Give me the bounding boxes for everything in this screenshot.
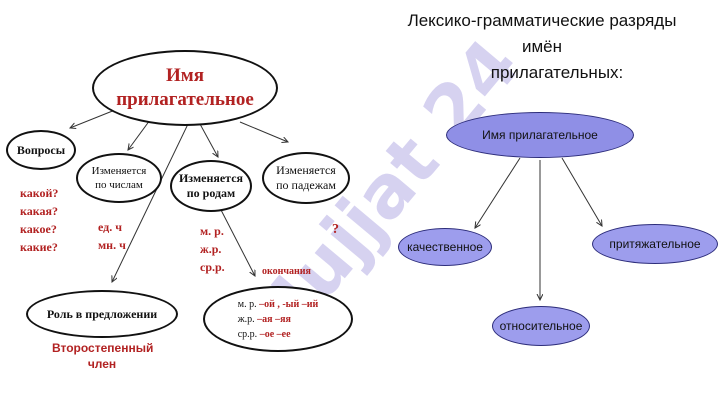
role-value-line: Второстепенный — [52, 341, 154, 355]
number-label-2: по числам — [95, 179, 143, 191]
gender-value: ж.р. — [200, 242, 222, 256]
relative-node: относительное — [492, 306, 590, 346]
number-node: Изменяется по числам — [76, 153, 162, 203]
gender-values: м. р. ж.р. ср.р. — [200, 222, 225, 276]
gender-node: Изменяется по родам — [170, 160, 252, 212]
gender-value: ср.р. — [200, 260, 225, 274]
center-node: Имя прилагательное — [92, 50, 278, 126]
right-center-node: Имя прилагательное — [446, 112, 634, 158]
questions-node: Вопросы — [6, 130, 76, 170]
questions-label: Вопросы — [16, 142, 66, 157]
arrow-to-possessive — [561, 157, 602, 226]
ending-gender: ж.р. — [237, 313, 255, 325]
ending-row: ср.р. –ое –ее — [238, 327, 319, 342]
cases-label-1: Изменяется — [276, 163, 336, 177]
ending-suffix: –ое –ее — [259, 328, 291, 340]
number-value: ед. ч — [98, 220, 123, 234]
qualitative-node: качественное — [398, 228, 492, 266]
ending-suffix: –ая –яя — [257, 313, 291, 325]
center-line-2: прилагательное — [116, 89, 254, 110]
gender-label-2: по родам — [186, 186, 236, 200]
ending-gender: м. р. — [237, 298, 257, 310]
gender-label-1: Изменяется — [178, 171, 244, 185]
questions-list: какой? какая? какое? какие? — [20, 184, 58, 256]
arrow-to-gender — [199, 123, 218, 157]
question-item: какие? — [20, 240, 58, 254]
ending-suffix: –ой , -ый –ий — [259, 298, 319, 310]
arrow-to-qualitative — [475, 157, 521, 228]
arrow-to-cases — [239, 121, 288, 142]
arrow-to-number — [128, 119, 151, 150]
cases-label-2: по падежам — [276, 178, 336, 192]
gender-value: м. р. — [200, 224, 224, 238]
number-label-1: Изменяется — [91, 165, 147, 177]
center-line-1: Имя — [166, 65, 204, 86]
ending-gender: ср.р. — [237, 328, 258, 340]
cases-node: Изменяется по падежам — [262, 152, 350, 204]
role-label: Роль в предложении — [46, 306, 158, 321]
question-item: какой? — [20, 186, 59, 200]
endings-label: окончания — [262, 266, 311, 277]
arrow-to-questions — [70, 109, 116, 128]
ending-row: ж.р. –ая –яя — [238, 312, 319, 327]
endings-node: м. р. –ой , -ый –ий ж.р. –ая –яя ср.р. –… — [203, 286, 353, 352]
right-title: Лексико-грамматические разряды имён прил… — [392, 8, 692, 86]
cases-value: ? — [332, 222, 339, 237]
ending-row: м. р. –ой , -ый –ий — [238, 297, 319, 312]
role-value: Второстепенный член — [52, 340, 154, 372]
question-item: какое? — [20, 222, 57, 236]
number-value: мн. ч — [98, 238, 126, 252]
arrow-to-endings — [219, 207, 255, 276]
role-value-line: член — [87, 357, 117, 371]
question-item: какая? — [20, 204, 58, 218]
number-values: ед. ч мн. ч — [98, 218, 126, 254]
possessive-node: притяжательное — [592, 224, 718, 264]
right-title-line-1: Лексико-грамматические разряды имён — [407, 11, 677, 56]
right-title-line-2: прилагательных: — [490, 63, 624, 82]
arrow-to-role — [112, 123, 189, 282]
role-node: Роль в предложении — [26, 290, 178, 338]
